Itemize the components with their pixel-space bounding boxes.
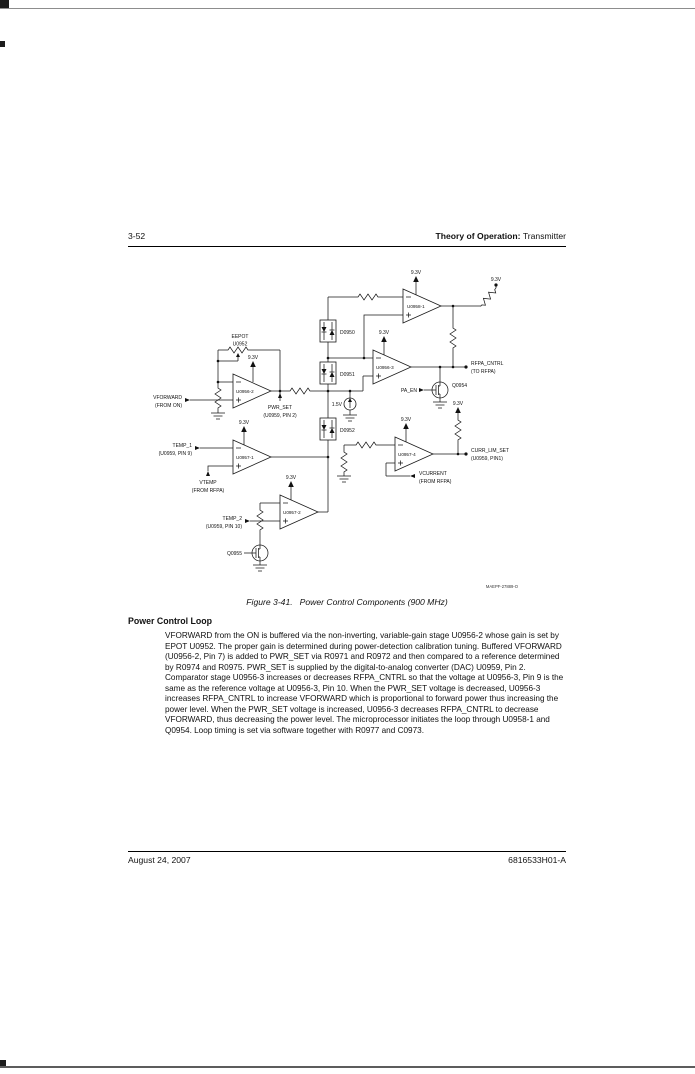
supply-label: 9.3V	[411, 270, 422, 276]
vcurrent-label: VCURRENT	[419, 471, 447, 477]
figure-caption: Figure 3-41. Power Control Components (90…	[128, 597, 566, 607]
eepot-ref: U0952	[233, 342, 248, 348]
figure-area: 9.3V 9.3V 9.3V 9.3V 9.3V 9.3V 9.3V 9.3V …	[128, 268, 568, 600]
diode-d0950	[319, 319, 337, 343]
opamp-comparator-ref: U0956-3	[376, 365, 394, 370]
vtemp-sublabel: (FROM RFPA)	[192, 488, 225, 494]
d0952-label: D0952	[340, 428, 355, 434]
vforward-sublabel: (FROM ON)	[155, 403, 182, 409]
scan-artifact	[0, 1060, 6, 1068]
supply-labels: 9.3V 9.3V 9.3V 9.3V 9.3V 9.3V 9.3V 9.3V	[239, 270, 502, 481]
page-bottom-edge	[0, 1066, 695, 1068]
supply-label: 9.3V	[286, 475, 297, 481]
supply-label: 9.3V	[453, 401, 464, 407]
page-top-edge	[0, 8, 695, 9]
curr-lim-sublabel: (U0959, PIN1)	[471, 456, 503, 462]
eepot-label: EEPOT	[232, 334, 249, 340]
supply-label: 9.3V	[401, 417, 412, 423]
rfpa-cntrl-sublabel: (TO RFPA)	[471, 369, 496, 375]
temp2-sublabel: (U0959, PIN 10)	[206, 524, 242, 530]
temp1-sublabel: (U0959, PIN 9)	[159, 451, 193, 457]
opamp-top-ref: U0958-1	[407, 304, 425, 309]
header-rule	[128, 246, 566, 247]
footer-rule	[128, 851, 566, 852]
opamp-temp2-ref: U0957-2	[283, 510, 301, 515]
running-header: 3-52 Theory of Operation: Transmitter	[128, 231, 566, 241]
figure-caption-label: Figure 3-41.	[246, 597, 293, 607]
fet-q0954	[431, 380, 449, 400]
reference-label: 1.5V	[332, 402, 343, 408]
signal-labels: VFORWARD (FROM ON) PWR_SET (U0959, PIN 2…	[153, 361, 509, 530]
d0950-label: D0950	[340, 330, 355, 336]
eepot-wiper-arrow-icon	[236, 353, 240, 357]
signal-arrow-icons	[185, 388, 424, 523]
component-reference-labels: EEPOT U0952 U0958-1 U0956-2 U0956-3 U095…	[227, 304, 467, 557]
resistors	[214, 285, 499, 533]
body-paragraph: VFORWARD from the ON is buffered via the…	[165, 631, 564, 735]
diode-d0952	[319, 417, 337, 441]
scan-artifact	[0, 0, 9, 8]
curr-lim-label: CURR_LIM_SET	[471, 448, 509, 454]
pwr-set-sublabel: (U0959, PIN 2)	[263, 413, 297, 419]
vtemp-label: VTEMP	[199, 480, 217, 486]
vcurrent-sublabel: (FROM RFPA)	[419, 479, 452, 485]
junction-dots	[216, 283, 498, 459]
section-title: Theory of Operation: Transmitter	[435, 231, 566, 241]
power-control-schematic: 9.3V 9.3V 9.3V 9.3V 9.3V 9.3V 9.3V 9.3V …	[153, 270, 519, 589]
temp1-label: TEMP_1	[173, 443, 193, 449]
artwork-id: MAEPF-27889-O	[486, 584, 519, 589]
running-footer: August 24, 2007 6816533H01-A	[128, 855, 566, 865]
reference-source-1v5	[343, 397, 357, 411]
diode-d0951	[319, 361, 337, 385]
opamp-gain-ref: U0956-2	[236, 389, 254, 394]
temp2-label: TEMP_2	[223, 516, 243, 522]
pwr-set-label: PWR_SET	[268, 405, 292, 411]
pa-en-label: PA_EN	[401, 388, 417, 394]
footer-doc-number: 6816533H01-A	[508, 855, 566, 865]
supply-label: 9.3V	[248, 355, 259, 361]
q0954-label: Q0954	[452, 383, 467, 389]
figure-caption-title: Power Control Components (900 MHz)	[299, 597, 448, 607]
vforward-label: VFORWARD	[153, 395, 182, 401]
opamp-current-ref: U0957-4	[398, 452, 416, 457]
supply-label: 9.3V	[379, 330, 390, 336]
fet-q0955	[251, 543, 269, 563]
d0951-label: D0951	[340, 372, 355, 378]
footer-date: August 24, 2007	[128, 855, 191, 865]
rfpa-cntrl-label: RFPA_CNTRL	[471, 361, 504, 367]
opamp-temp1-ref: U0957-1	[236, 455, 254, 460]
section-heading: Power Control Loop	[128, 616, 213, 626]
q0955-label: Q0955	[227, 551, 242, 557]
supply-label: 9.3V	[239, 420, 250, 426]
supply-label: 9.3V	[491, 277, 502, 283]
scan-artifact	[0, 41, 5, 47]
page-number: 3-52	[128, 231, 146, 241]
